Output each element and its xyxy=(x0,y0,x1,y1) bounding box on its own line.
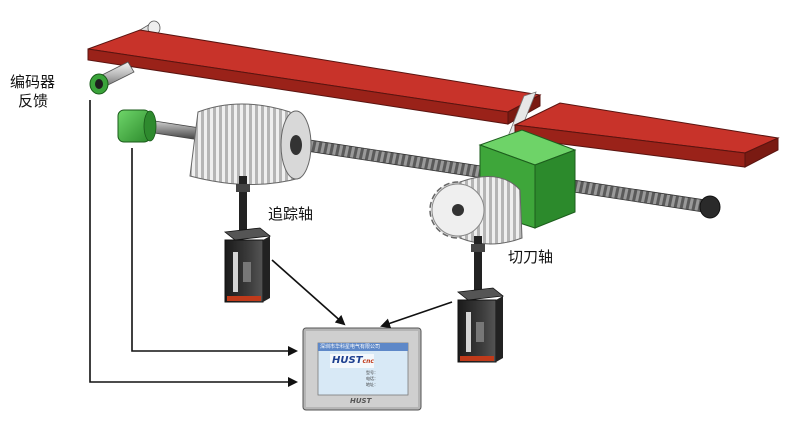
tracking-axis-roller xyxy=(189,103,312,186)
hmi-logo-text: HUST xyxy=(332,355,363,366)
encoder-label-line1: 编码器 xyxy=(10,73,56,91)
hmi-info: 型号： 电话： 地址： xyxy=(366,370,378,388)
hmi-info-line: 地址： xyxy=(366,382,378,387)
hmi-bezel-logo: HUST xyxy=(350,397,372,405)
tracking-encoder-coupler xyxy=(117,109,201,143)
cutter-servo-drive xyxy=(456,287,505,363)
tracking-drive-arrow xyxy=(271,259,346,326)
tracking-servo-drive xyxy=(223,227,272,303)
hmi-company-text: 深圳市华科星电气有限公司 xyxy=(320,344,381,350)
encoder-feedback-wheel xyxy=(89,61,135,95)
tracking-encoder-line xyxy=(131,148,298,356)
tracking-axis-label: 追踪轴 xyxy=(268,205,314,223)
hmi-info-line: 型号： xyxy=(366,370,378,375)
cutter-drive-arrow xyxy=(380,301,453,329)
signal-lines xyxy=(89,100,453,387)
cutter-drive-shaft xyxy=(471,236,485,292)
hmi-controller xyxy=(302,327,422,411)
cutter-axis-label: 切刀轴 xyxy=(508,248,554,266)
conveyor-belt-left xyxy=(87,29,542,125)
encoder-feedback-line xyxy=(89,100,298,387)
cutter-gear xyxy=(429,176,523,245)
encoder-feedback-label: 编码器 反馈 xyxy=(10,73,55,111)
encoder-label-line2: 反馈 xyxy=(18,92,49,110)
hmi-info-line: 电话： xyxy=(366,376,378,381)
hmi-logo: HUSTcnc xyxy=(332,355,374,368)
tracking-drive-shaft xyxy=(236,176,250,236)
hmi-logo-suffix: cnc xyxy=(362,358,374,365)
